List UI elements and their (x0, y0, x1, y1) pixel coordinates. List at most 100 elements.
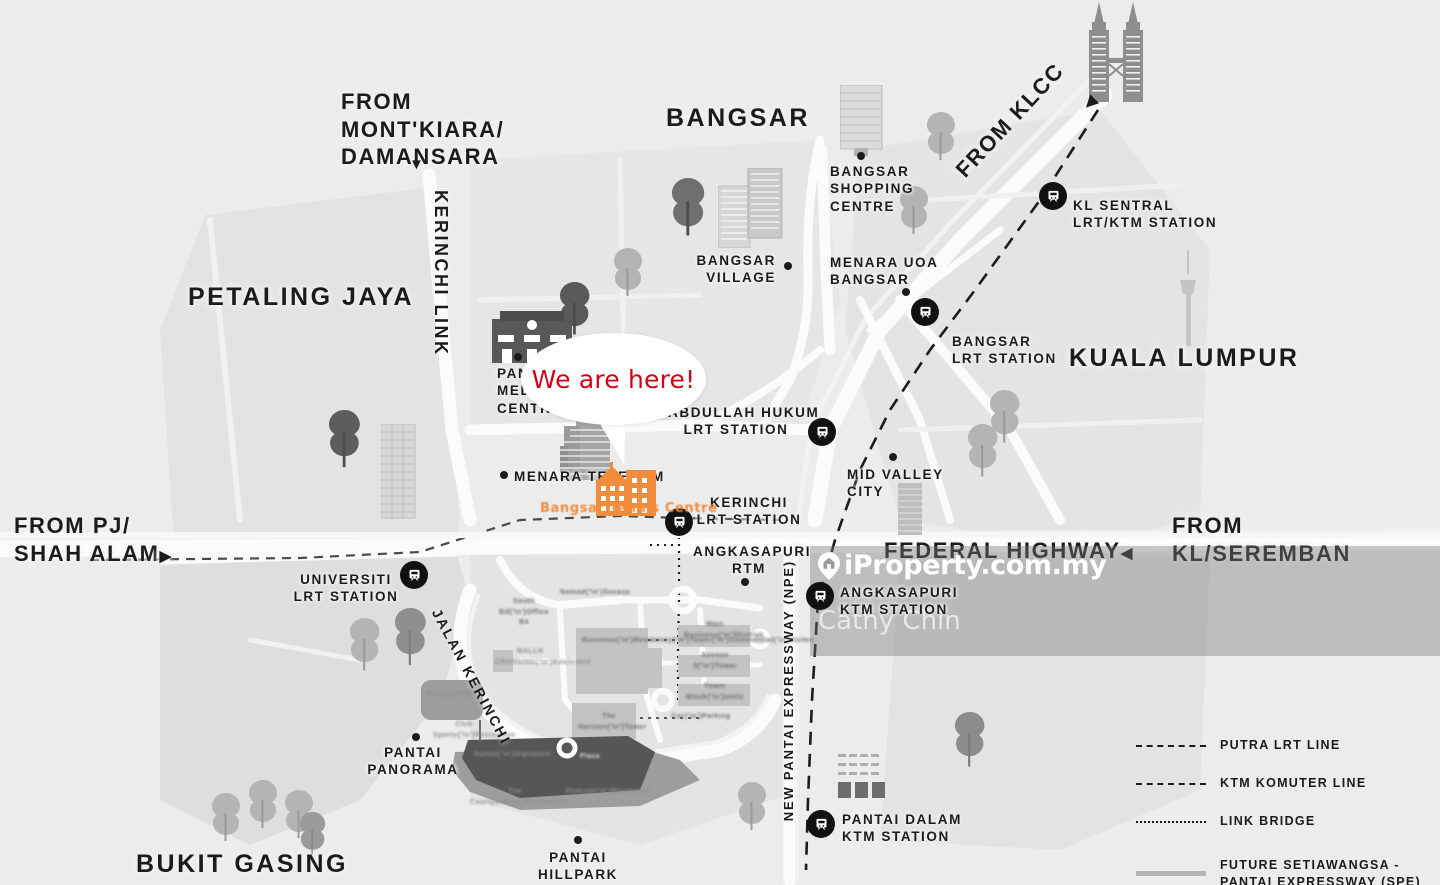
station-line-2: KTM STATION (840, 602, 948, 618)
poi-mid-valley-city: MID VALLEY CITY (847, 466, 944, 501)
poi-line-2: CITY (847, 484, 885, 500)
poi-dot-pantai-hillpark (574, 836, 582, 844)
campus-label-blur: Tower Block{'\n'}Units (686, 683, 744, 701)
callout-text: We are here! (531, 364, 696, 394)
legend-label-future-spe: FUTURE SETIAWANGSA - PANTAI EXPRESSWAY (… (1220, 857, 1421, 885)
direction-line-2: KL/SEREMBAN (1172, 540, 1351, 566)
poi-pantai-hillpark: PANTAI HILLPARK (525, 849, 631, 884)
legend-key-future-spe (1136, 871, 1206, 876)
poi-dot-angkasapuri (741, 578, 749, 586)
watermark-agent-name: Cathy Chin (818, 606, 961, 636)
station-line-2: LRT STATION (696, 512, 802, 528)
direction-line-1: FROM PJ/ (14, 513, 131, 538)
campus-label-blur: Business{'\n'}Residency{'\n'}Tower{'\n'}… (582, 636, 814, 647)
region-label-kuala-lumpur: KUALA LUMPUR (1069, 344, 1300, 372)
direction-line-1: FROM (341, 89, 413, 114)
poi-line-1: BANGSAR (830, 164, 910, 179)
direction-line-1: FROM (1172, 513, 1244, 538)
direction-arrow-federal-icon: ◀ (1120, 545, 1134, 562)
watermark-brand-text: iProperty.com.my (844, 550, 1107, 581)
legend-label-link-bridge: LINK BRIDGE (1220, 814, 1316, 828)
poi-dot-pantai-panorama (412, 733, 420, 741)
station-pin-abdullah-hukum-lrt[interactable] (808, 418, 836, 446)
train-icon (920, 306, 930, 317)
poi-line-2: BANGSAR (830, 272, 910, 288)
region-label-petaling-jaya: PETALING JAYA (188, 283, 415, 311)
station-label-abdullah-hukum-lrt: ABDULLAH HUKUM LRT STATION (668, 404, 818, 439)
campus-label-blur: Main Business{'\n'}District (684, 621, 764, 639)
station-pin-bangsar-lrt[interactable] (911, 298, 939, 326)
region-label-bangsar: BANGSAR (666, 104, 810, 132)
direction-line-1: FEDERAL HIGHWAY (884, 538, 1121, 563)
petronas-towers-icon (1089, 2, 1143, 102)
legend-label-ktm-komuter: KTM KOMUTER LINE (1220, 776, 1367, 790)
poi-dot-pantai-medical-centre (514, 353, 522, 361)
poi-line-2: PANORAMA (367, 762, 459, 778)
poi-dot-menara-uoa-bangsar (902, 288, 910, 296)
federal-highway-band (0, 532, 1440, 538)
station-line-1: KERINCHI (709, 495, 789, 510)
campus-label-blur: Avenue 3{'\n'}Tower (693, 652, 737, 670)
direction-from-kl-seremban: FROM KL/SEREMBAN (1172, 512, 1351, 567)
mid-valley-city-building (898, 483, 922, 535)
iproperty-watermark-logo: iProperty.com.my (818, 550, 1107, 581)
poi-bangsar-village: BANGSAR VILLAGE (658, 252, 776, 287)
poi-dot-mid-valley-city (889, 453, 897, 461)
legend-key-link-bridge (1136, 821, 1206, 823)
station-label-angkasapuri-ktm: ANGKASAPURI KTM STATION (840, 584, 958, 619)
poi-line-1: MENARA UOA (830, 255, 939, 270)
station-line-2: KTM STATION (842, 829, 950, 845)
legend-key-ktm-komuter (1136, 783, 1206, 785)
legend-key-putra-lrt (1136, 745, 1206, 747)
direction-arrow-down-icon: ▼ (409, 156, 425, 173)
legend-label-putra-lrt: PUTRA LRT LINE (1220, 738, 1341, 752)
poi-line-2: RTM (731, 561, 767, 577)
legend-line-2: PANTAI EXPRESSWAY (SPE) (1220, 874, 1422, 885)
legend-row-putra-lrt: PUTRA LRT LINE (1136, 735, 1436, 773)
poi-line-1: PANTAI (384, 745, 442, 760)
campus-label-blur: Car{'\n'}Parking (671, 713, 731, 720)
bangsar-tennis-centre-label: Bangsar Tennis Centre (540, 501, 718, 516)
road-label-npe: NEW PANTAI EXPRESSWAY (NPE) (781, 560, 796, 822)
train-icon (817, 426, 827, 437)
region-label-bukit-gasing: BUKIT GASING (136, 850, 348, 878)
watermark-overlay-bar (810, 546, 1440, 656)
station-label-universiti-lrt: UNIVERSITI LRT STATION (290, 571, 402, 606)
station-pin-kerinchi-lrt[interactable] (665, 508, 693, 536)
location-pin-icon (818, 551, 840, 580)
poi-menara-uoa-bangsar: MENARA UOA BANGSAR (830, 254, 939, 289)
station-pin-universiti-lrt[interactable] (400, 561, 428, 589)
legend-row-ktm-komuter: KTM KOMUTER LINE (1136, 773, 1436, 811)
direction-from-pj-shah-alam: FROM PJ/ SHAH ALAM▶ (14, 512, 173, 567)
station-label-bangsar-lrt: BANGSAR LRT STATION (952, 333, 1057, 368)
map-legend: PUTRA LRT LINE KTM KOMUTER LINE LINK BRI… (1136, 735, 1436, 885)
campus-label-blur: MALLN CROSSING{'\n'}Boulevard (495, 648, 591, 666)
station-label-kerinchi-lrt: KERINCHI LRT STATION (696, 494, 802, 529)
station-line-2: LRT STATION (683, 422, 789, 438)
station-pin-angkasapuri-ktm[interactable] (806, 582, 834, 610)
bangsar-tennis-centre-building (596, 462, 656, 516)
poi-line-1: BANGSAR (696, 253, 776, 268)
poi-line-3: CENTRE (830, 198, 896, 214)
direction-line-2: SHAH ALAM (14, 540, 160, 566)
poi-dot-menara-telekom (500, 471, 508, 479)
station-line-2: LRT/KTM STATION (1073, 215, 1218, 231)
station-pin-kl-sentral[interactable] (1039, 182, 1067, 210)
poi-angkasapuri: ANGKASAPURI RTM (693, 543, 812, 578)
direction-line-3: DAMANSARA (341, 144, 500, 169)
poi-dot-bangsar-shopping-centre (857, 152, 865, 160)
legend-row-future-spe: FUTURE SETIAWANGSA - PANTAI EXPRESSWAY (… (1136, 849, 1436, 885)
road-label-kerinchi-link: KERINCHI LINK (431, 190, 451, 357)
poi-bangsar-shopping-centre: BANGSAR SHOPPING CENTRE (830, 163, 914, 215)
direction-federal-highway: FEDERAL HIGHWAY◀ (884, 537, 1134, 565)
kl-tower-icon (1180, 250, 1196, 346)
poi-line-1: ANGKASAPURI (693, 544, 812, 559)
poi-line-2: HILLPARK (537, 867, 619, 883)
train-icon (816, 818, 826, 829)
direction-line-2: MONT'KIARA/ (341, 116, 505, 142)
we-are-here-callout: We are here! (521, 333, 706, 425)
campus-label-blur: Suites{'\n'}Signature (474, 751, 551, 758)
station-pin-pantai-dalam-ktm[interactable] (807, 810, 835, 838)
